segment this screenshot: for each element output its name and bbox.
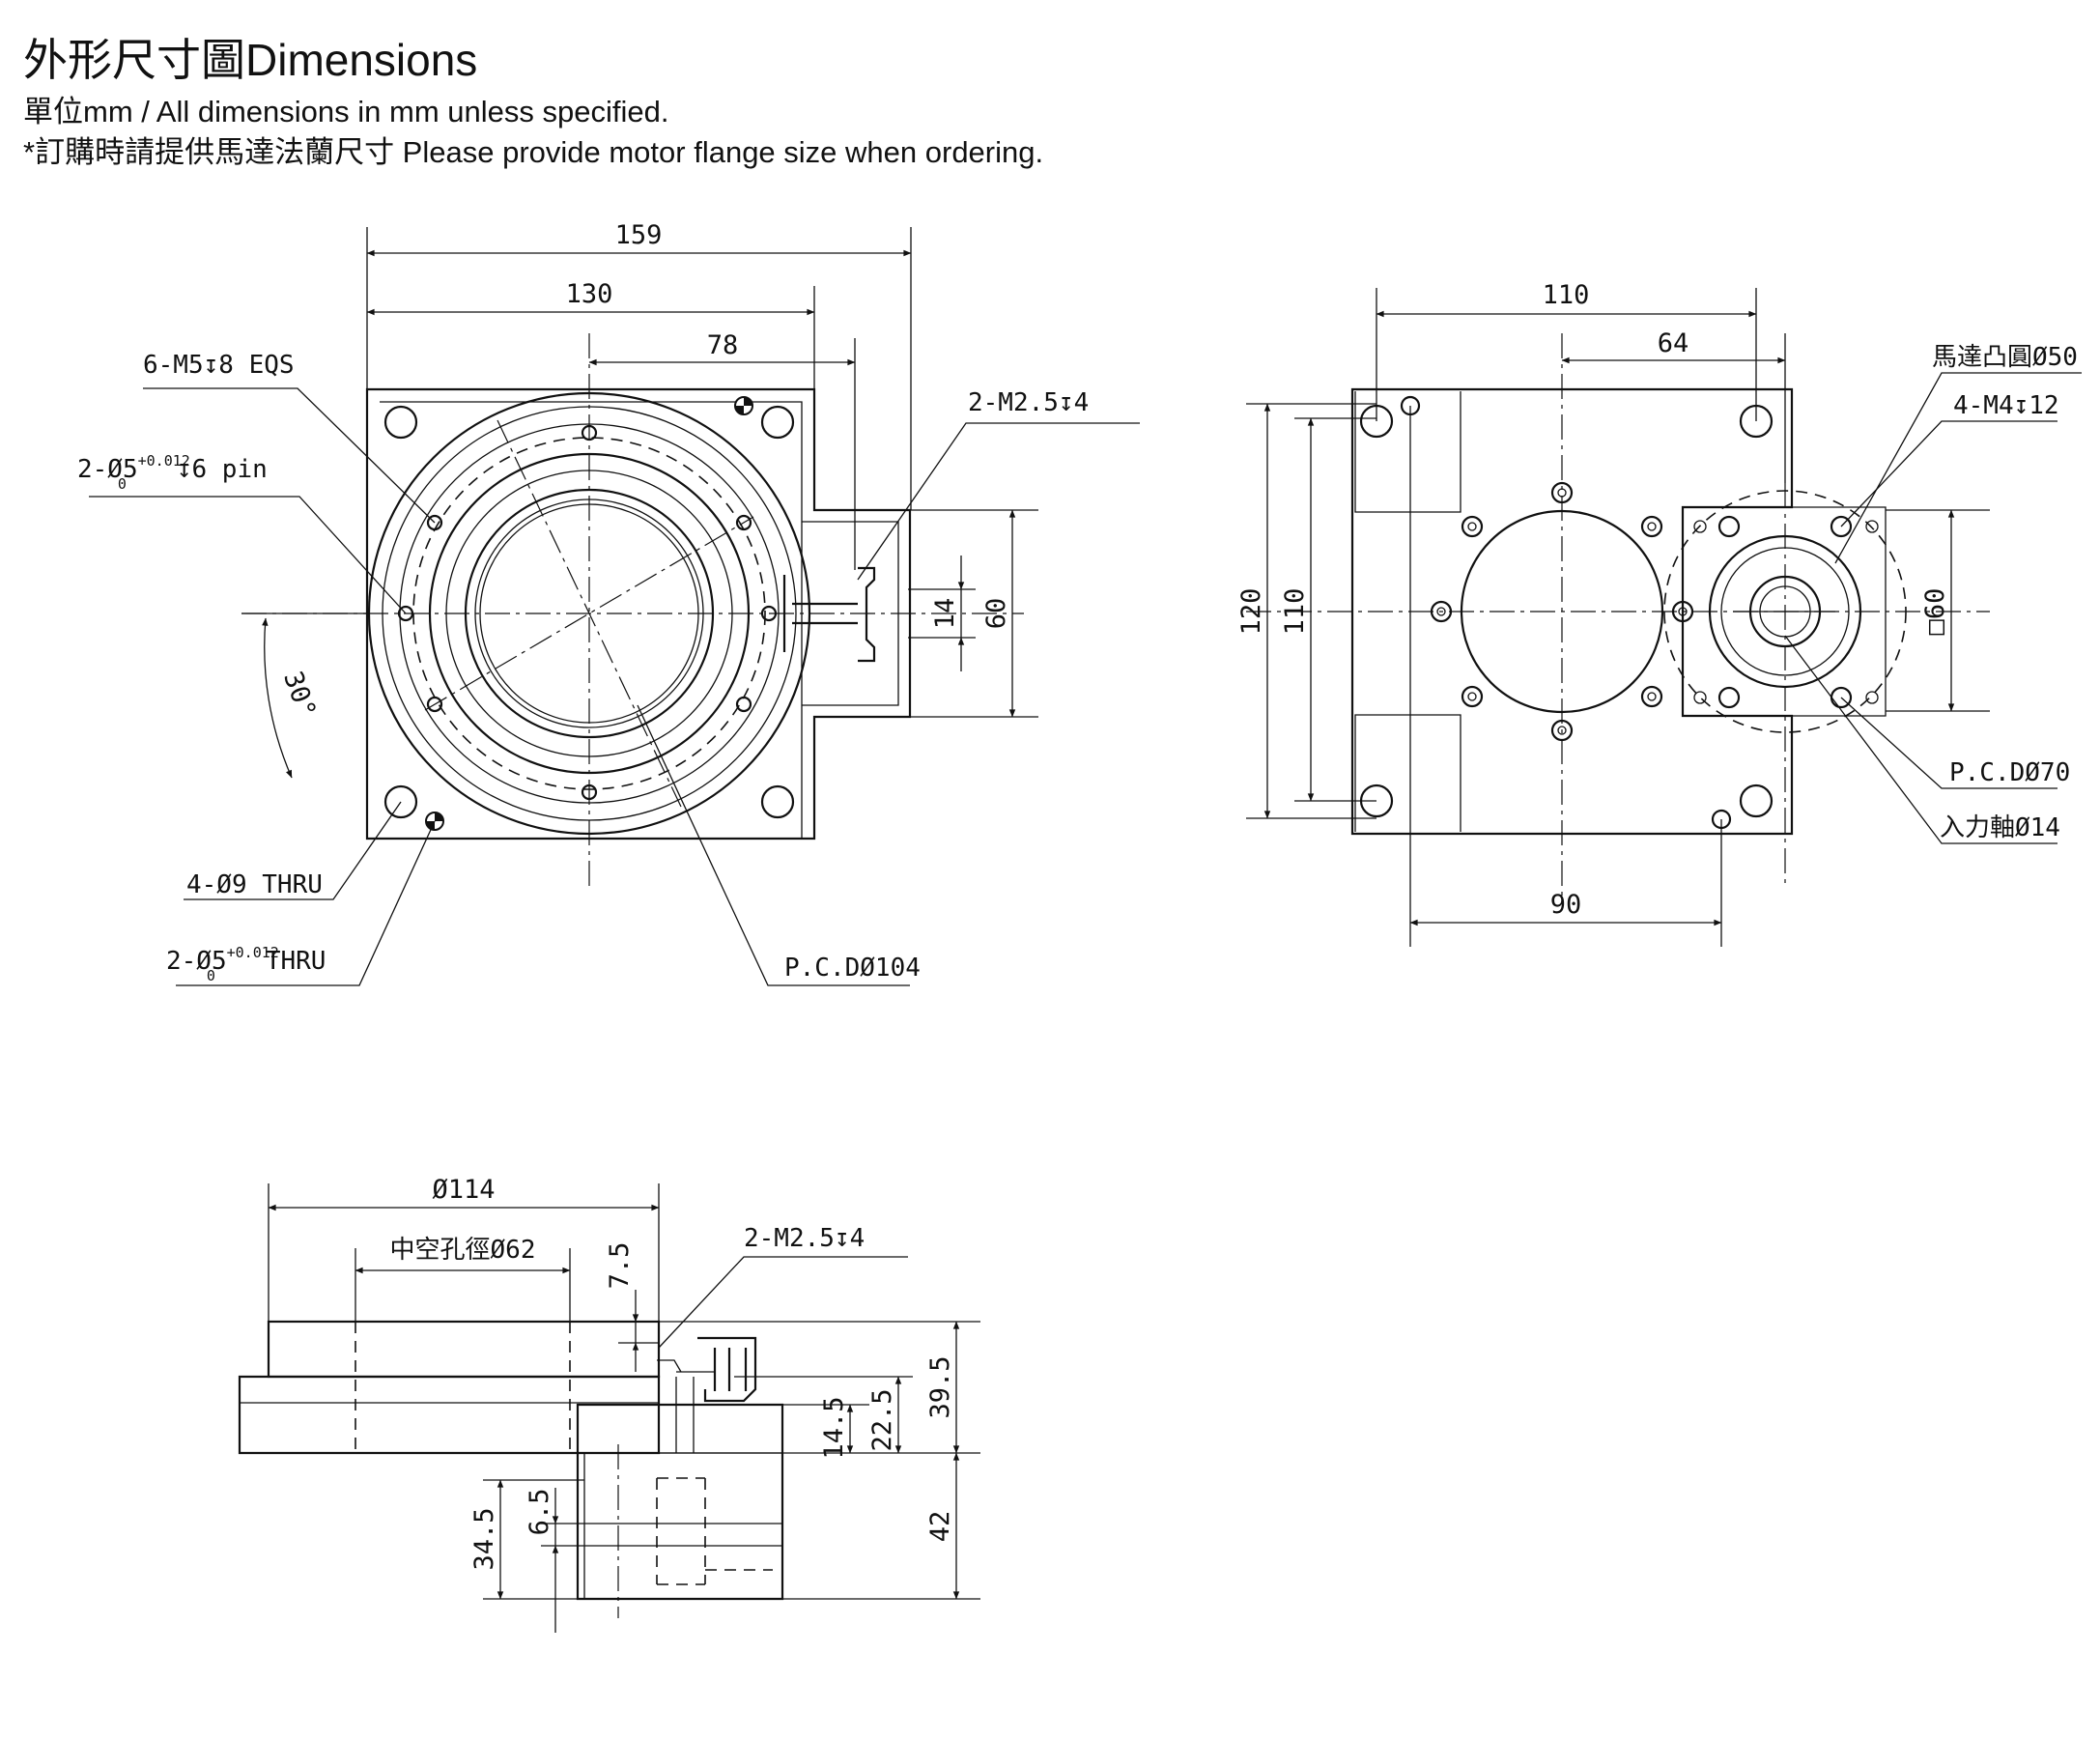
dim-22-5: 22.5: [867, 1388, 897, 1451]
mount-hole-4: [760, 784, 795, 819]
top-view-connector: [782, 566, 876, 663]
bottom-view: 110 64 120 110 90 □60 馬達凸圓Ø50 4-M4↧12 P.…: [1236, 280, 2082, 947]
callout-pcd-104: P.C.DØ104: [784, 954, 921, 983]
tapped-hole: [735, 514, 752, 531]
dim-hollow-62: 中空孔徑Ø62: [390, 1236, 536, 1265]
dim-7-5: 7.5: [605, 1242, 635, 1290]
callout-input-shaft: 入力軸Ø14: [1940, 813, 2060, 842]
mount-hole-3: [383, 784, 418, 819]
motor-mount-hole: [1461, 685, 1484, 708]
dim-114: Ø114: [432, 1175, 495, 1205]
dim-64: 64: [1658, 328, 1689, 358]
side-view-table: [267, 1320, 661, 1379]
m4-hole: [1830, 515, 1853, 538]
pin-hole-icon: [734, 396, 753, 415]
motor-mount-hole: [1461, 515, 1484, 538]
side-view-connector: [697, 1336, 757, 1403]
motor-mount-hole: [1640, 515, 1663, 538]
callout-4-m4: 4-M4↧12: [1953, 391, 2059, 420]
callout-connector-top: 2-M2.5↧4: [968, 388, 1089, 417]
dim-120: 120: [1236, 588, 1266, 636]
callout-6-m5: 6-M5↧8 EQS: [143, 351, 295, 380]
base-mount-hole: [1739, 784, 1774, 818]
side-view: Ø114 中空孔徑Ø62 7.5 39.5 22.5 14.5 42 34.5 …: [238, 1175, 980, 1633]
callout-pcd-70: P.C.DØ70: [1949, 758, 2070, 787]
dim-6-5: 6.5: [525, 1489, 554, 1536]
dim-130: 130: [566, 279, 613, 309]
angle-arc-30: [262, 617, 293, 779]
dim-78: 78: [707, 330, 739, 360]
dim-90: 90: [1550, 890, 1582, 920]
mount-hole-2: [760, 405, 795, 440]
order-note: *訂購時請提供馬達法蘭尺寸 Please provide motor flang…: [23, 135, 1044, 169]
dim-110: 110: [1543, 280, 1590, 310]
angle-30: 30°: [277, 668, 322, 722]
motor-mount-hole: [1640, 685, 1663, 708]
callout-spigot: 馬達凸圓Ø50: [1932, 343, 2078, 372]
callout-connector-side: 2-M2.5↧4: [744, 1224, 865, 1253]
dim-60: 60: [981, 598, 1011, 630]
m4-hole: [1717, 686, 1741, 709]
dim-34-5: 34.5: [469, 1507, 499, 1570]
dim-14-5: 14.5: [819, 1396, 849, 1459]
dim-square-60: □60: [1920, 588, 1950, 636]
dim-14: 14: [930, 598, 960, 630]
dim-42: 42: [925, 1511, 955, 1543]
dim-159: 159: [615, 220, 663, 250]
tapped-hole: [426, 514, 443, 531]
tapped-hole: [735, 696, 752, 713]
m4-hole: [1717, 515, 1741, 538]
unit-note: 單位mm / All dimensions in mm unless speci…: [23, 95, 669, 128]
tapped-hole: [426, 696, 443, 713]
side-view-base: [238, 1375, 661, 1455]
dim-110-side: 110: [1280, 588, 1310, 636]
drawing-title: 外形尺寸圖Dimensions: [23, 35, 478, 85]
callout-4-thru: 4-Ø9 THRU: [186, 870, 323, 899]
dim-39-5: 39.5: [925, 1355, 955, 1418]
mount-hole-1: [383, 405, 418, 440]
top-view: 159 130 78 60 14 30° 6-M5↧8 EQS 2-Ø5+0.0…: [77, 220, 1140, 986]
